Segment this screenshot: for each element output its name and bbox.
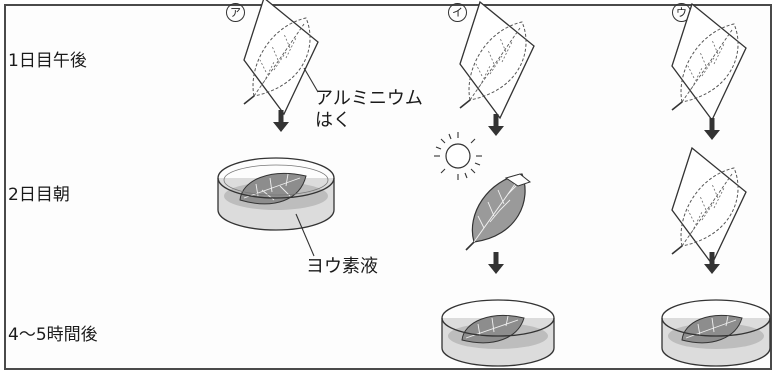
exposed-leaf-i [465,173,532,251]
arrow-u-1 [704,118,720,140]
column-mark-i: イ [448,3,467,22]
foil-wrapped-leaf-u-1 [671,3,747,121]
aluminum-foil-label: アルミニウム はく [315,88,423,132]
row-label-day2-morning: 2日目朝 [8,185,70,205]
foil-wrapped-leaf-a [243,0,319,115]
row-label-day1-afternoon: 1日目午後 [8,51,87,71]
arrow-a-1 [273,110,289,132]
aluminum-foil-label-line1: アルミニウム [315,88,423,109]
petri-dish-u [661,299,771,367]
arrow-i-1 [488,114,504,136]
iodine-solution-label: ヨウ素液 [306,256,378,277]
sun-icon [434,132,482,180]
row-label-after-4-5-hours: 4〜5時間後 [8,325,98,345]
foil-callout-line [303,67,319,93]
diagram-frame [4,4,772,370]
petri-dish-i [441,299,555,367]
arrow-i-2 [488,252,504,274]
foil-wrapped-leaf-u-2 [671,147,747,265]
aluminum-foil-label-line2: はく [315,110,351,131]
petri-dish-a [217,157,335,231]
foil-wrapped-leaf-i [459,1,535,119]
iodine-callout-line [295,213,315,257]
column-mark-a: ア [226,3,245,22]
